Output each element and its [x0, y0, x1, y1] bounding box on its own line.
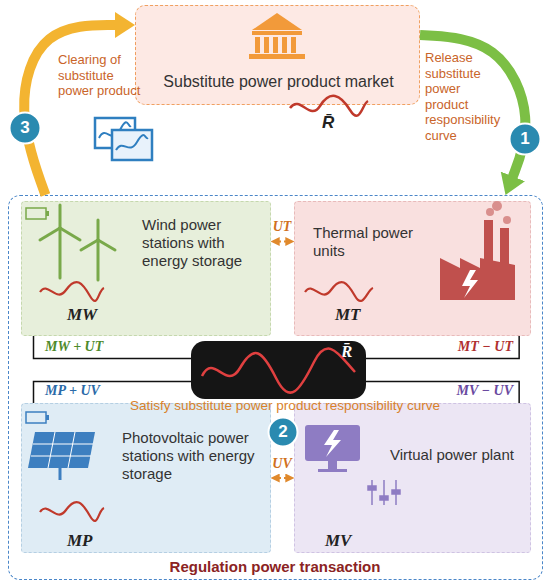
node-label: R̄	[341, 342, 365, 362]
wind-station-box: Wind power stations with energy storageM…	[21, 201, 271, 336]
node-label: Regulation power transaction	[9, 558, 541, 576]
node-label: Wind power stations with energy storage	[142, 216, 267, 270]
chart-icon	[95, 118, 152, 160]
edge-label: UV	[269, 456, 295, 473]
exchange-arrow	[277, 241, 288, 243]
callout-number: 2	[267, 416, 299, 448]
thermal-unit-box: Thermal power unitsMT	[294, 201, 531, 336]
release-arrow	[420, 35, 525, 182]
supply-line	[366, 336, 519, 358]
quantity-symbol: MT	[335, 305, 385, 325]
node-label: Virtual power plant	[390, 446, 520, 464]
edge-label: Clearing of substitute power product	[58, 52, 143, 99]
quantity-symbol: MW	[67, 305, 117, 325]
node-label: Substitute power product market	[146, 72, 411, 91]
callout-number: 3	[8, 111, 42, 145]
curve-symbol: R̄	[322, 113, 352, 133]
callout-number: 1	[508, 122, 542, 156]
node-label: Thermal power units	[313, 224, 428, 260]
chart-frame	[95, 118, 135, 148]
edge-label: UT	[269, 219, 295, 236]
edge-label: MV − UV	[418, 383, 513, 400]
chart-curve	[116, 135, 148, 150]
edge-label: MW + UT	[45, 339, 140, 356]
quantity-symbol: MP	[67, 531, 117, 551]
callout-number: 1	[508, 122, 542, 156]
virtual-plant-box: Virtual power plantMV	[294, 403, 531, 553]
supply-line	[34, 336, 192, 358]
edge-label: MP + UV	[45, 383, 140, 400]
clearing-arrow	[24, 25, 121, 195]
exchange-arrow	[277, 477, 288, 479]
callout-number: 3	[8, 111, 42, 145]
edge-label: Release substitute power product respons…	[425, 50, 507, 144]
edge-label: MT − UT	[418, 339, 513, 356]
node-label: Photovoltaic power stations with energy …	[122, 429, 262, 483]
responsibility-box: R̄	[191, 341, 366, 399]
quantity-symbol: MV	[325, 531, 375, 551]
callout-number: 2	[267, 416, 299, 448]
chart-curve	[99, 122, 131, 138]
chart-frame	[112, 130, 152, 160]
pv-station-box: Photovoltaic power stations with energy …	[21, 403, 271, 553]
market-box: Substitute power product market	[135, 5, 420, 105]
note-text: Satisfy substitute power product respons…	[105, 398, 465, 414]
